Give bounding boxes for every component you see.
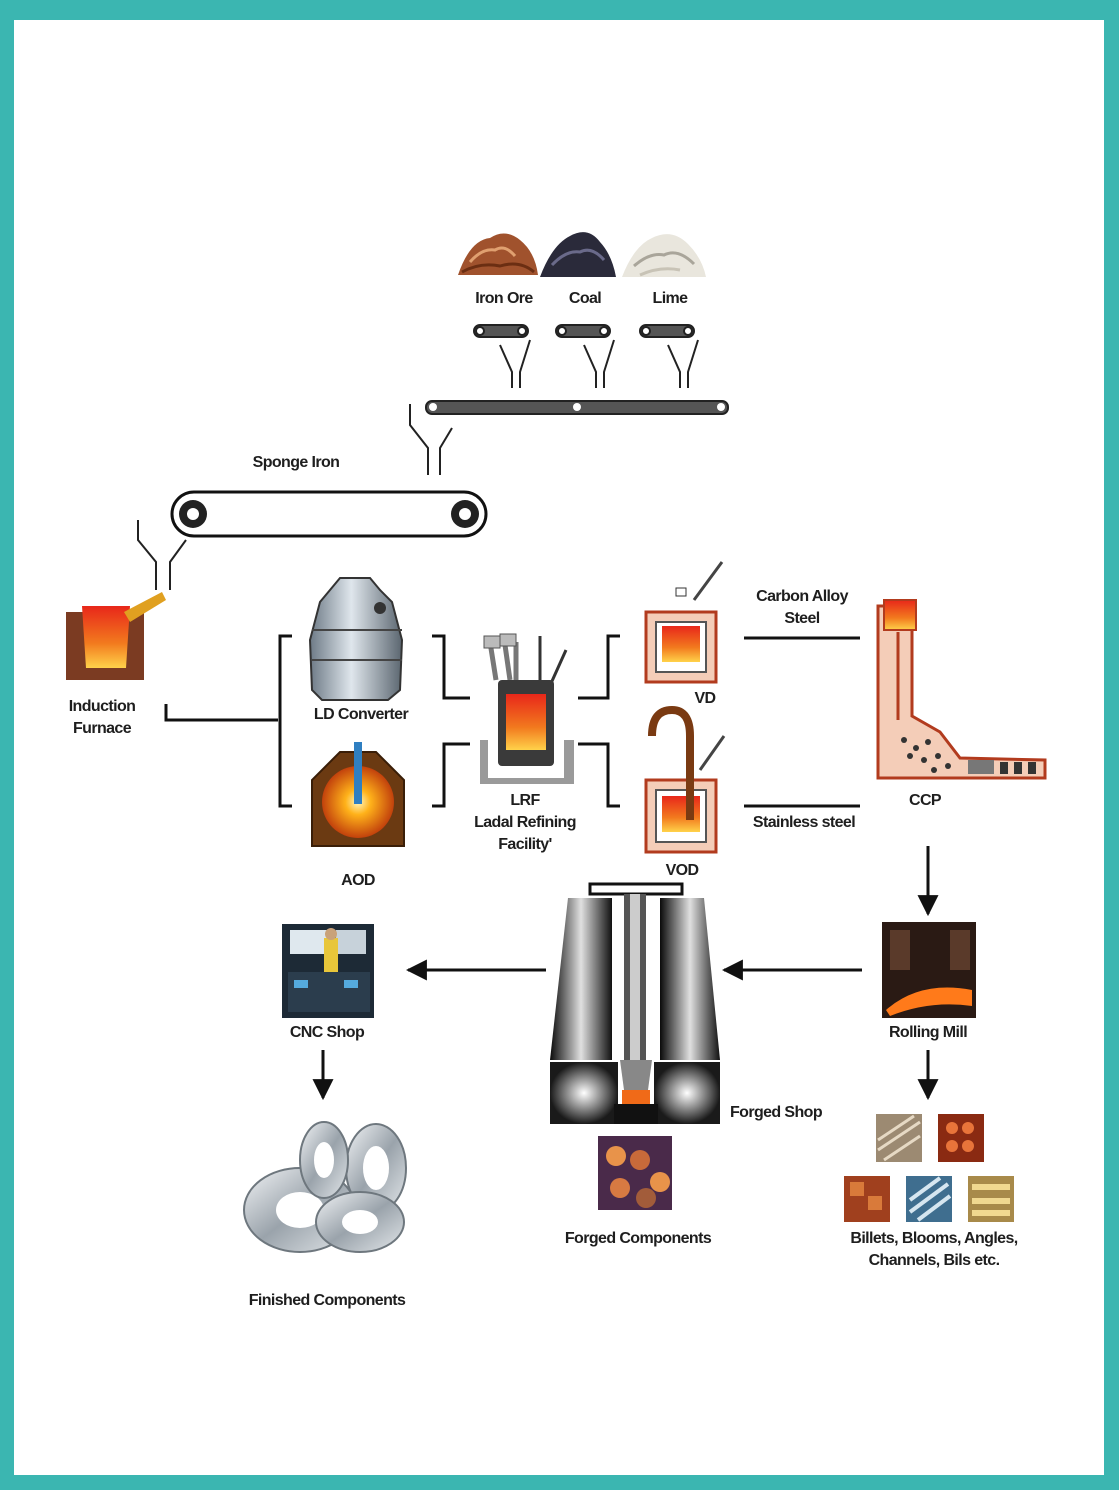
vd-label: VD: [694, 690, 716, 707]
rolled-products-label: Billets, Blooms, Angles, Channels, Bils …: [836, 1228, 1032, 1272]
vod-icon: [644, 705, 726, 854]
induction-furnace-label: Induction Furnace: [54, 696, 150, 740]
process-flow-diagram: [66, 232, 1047, 1253]
lime-label: Lime: [652, 290, 689, 307]
cnc-shop-image: [282, 924, 374, 1018]
flow-arrows: [312, 846, 939, 1101]
induction-furnace-icon: [66, 592, 166, 680]
carbon-alloy-steel-line1: Carbon Alloy: [756, 588, 848, 605]
induction-furnace-line1: Induction: [68, 698, 136, 715]
main-conveyor: [409, 400, 729, 475]
coal-pile: [540, 232, 616, 277]
lrf-line2: Ladal Refining: [474, 814, 576, 831]
forge-press-icon: [550, 882, 720, 1124]
rolling-mill-image: [882, 922, 976, 1018]
lrf-line3: Facility': [498, 836, 552, 853]
lrf-icon: [480, 633, 574, 784]
furnace-connectors: [164, 634, 860, 808]
stainless-steel-label: Stainless steel: [752, 814, 856, 831]
finished-components-label: Finished Components: [248, 1292, 406, 1309]
diagram-page: Iron Ore Coal Lime Sponge Iron Induction…: [14, 20, 1104, 1475]
coal-label: Coal: [568, 290, 602, 307]
aod-label: AOD: [341, 872, 375, 889]
rolled-products-line2: Channels, Bils etc.: [868, 1252, 1000, 1269]
carbon-alloy-steel-label: Carbon Alloy Steel: [744, 586, 860, 630]
cnc-shop-label: CNC Shop: [289, 1024, 365, 1041]
iron-ore-label: Iron Ore: [475, 290, 533, 307]
ccp-icon: [876, 599, 1047, 780]
ld-converter-icon: [308, 577, 404, 701]
sponge-iron-belt: [137, 490, 488, 590]
aod-icon: [311, 742, 405, 847]
forged-components-image: [598, 1136, 672, 1210]
lrf-label: LRF Ladal Refining Facility': [464, 790, 586, 856]
ccp-label: CCP: [909, 792, 942, 809]
induction-furnace-line2: Furnace: [72, 720, 132, 737]
rolling-mill-label: Rolling Mill: [888, 1024, 968, 1041]
ld-converter-label: LD Converter: [313, 706, 409, 723]
finished-components-image: [243, 1121, 407, 1253]
carbon-alloy-steel-line2: Steel: [784, 610, 820, 627]
iron-ore-pile: [458, 233, 538, 275]
rolled-products-images: [844, 1114, 1014, 1222]
rolled-products-line1: Billets, Blooms, Angles,: [850, 1230, 1018, 1247]
vod-label: VOD: [665, 862, 699, 879]
lrf-line1: LRF: [510, 792, 540, 809]
lime-pile: [622, 234, 706, 277]
forged-shop-label: Forged Shop: [729, 1104, 823, 1121]
raw-material-feeders: [473, 324, 699, 388]
vd-icon: [644, 561, 724, 684]
forged-components-label: Forged Components: [564, 1230, 712, 1247]
sponge-iron-label: Sponge Iron: [252, 454, 340, 471]
